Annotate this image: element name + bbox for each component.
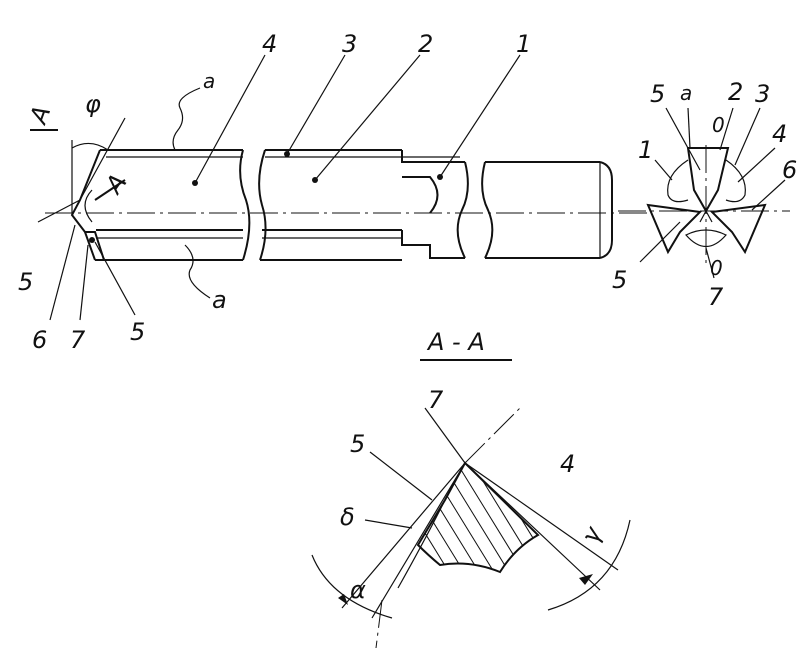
marker-dot-tip [89,237,95,243]
end-leader-a [687,107,691,149]
segment2-step-top [401,150,465,163]
leader-6-left [49,224,76,321]
leader-1 [439,54,521,178]
end-leader-2 [719,107,734,151]
end-leader-5-bottom [639,221,681,263]
segment2-break-right [456,161,469,259]
section-bottom-axis [375,599,383,649]
phi-angle-line [79,117,126,201]
label-6-left: 6 [32,326,47,354]
end-leader-5 [665,107,701,171]
gamma-arrow [579,574,593,585]
end-leader-6 [751,179,786,211]
end-leader-7 [705,247,715,279]
end-leader-4 [737,147,776,183]
label-phi: φ [85,90,101,118]
shank-end [599,161,613,259]
delta-leader [364,519,413,529]
end-label-0-top: 0 [712,113,725,137]
marker-dot-3 [284,151,290,157]
sec-label-4: 4 [560,450,575,478]
label-7-left: 7 [70,326,86,354]
sec-label-alpha: α [350,576,366,604]
leader-7-left [79,244,89,321]
segment2-break-left [258,149,267,261]
end-leader-3 [734,107,761,166]
segment2-step-bottom [401,230,465,259]
shank-break [481,161,494,259]
section-flank-line-1 [341,462,466,609]
leader-a-top [172,87,201,151]
end-flute-left [667,159,689,203]
leader-3 [286,54,346,155]
section-axis-line [464,407,521,464]
marker-dot-4 [192,180,198,186]
side-view-labels: a 4 3 2 1 φ A A 5 6 7 5 a [18,30,531,354]
end-label-5-bottom: 5 [612,266,627,294]
leader-2 [314,54,421,181]
label-5-left-bottom: 5 [130,318,145,346]
gamma-arc [547,519,631,611]
section-title: A - A [426,328,485,356]
sec-label-7: 7 [428,386,444,414]
section-view-A-A: A - A [311,328,631,649]
label-a-top: a [203,69,215,93]
leader-a-bottom [184,244,211,299]
segment2-flute-end [402,176,439,214]
end-label-4: 4 [772,120,787,148]
end-view-labels: 5 a 2 3 1 0 4 6 5 0 7 [612,78,797,311]
end-label-2: 2 [728,78,743,106]
label-1: 1 [516,30,531,58]
alpha-arc [311,554,393,619]
end-label-0-bottom: 0 [710,256,723,280]
sec-label-5: 5 [350,430,365,458]
segment1-break [239,149,251,261]
marker-dot-1 [437,174,443,180]
label-2: 2 [418,30,433,58]
label-5-left: 5 [18,268,33,296]
end-flute-right [725,159,746,203]
end-label-7: 7 [708,283,724,311]
section-labels: 7 5 4 δ α γ [340,386,608,604]
label-section-A-top: A [24,102,57,129]
tool-end-view [618,107,790,279]
end-label-5: 5 [650,80,665,108]
label-3: 3 [342,30,357,58]
tool-side-view [30,54,650,321]
sec-label-delta: δ [340,503,355,531]
phi-angle-arc [71,142,109,151]
leader-5-left-bottom [94,241,136,316]
end-label-3: 3 [755,80,770,108]
section-flank-line-2 [371,462,466,619]
label-4: 4 [262,30,277,58]
leader-5-left [37,199,81,223]
end-leader-1 [654,159,673,181]
section-A-mark-mid [94,179,126,201]
end-profile-top-lobe [686,147,730,214]
section-edge-curve [397,499,446,589]
end-flute-bottom [685,229,727,248]
end-center-line-2 [699,199,713,223]
end-label-6: 6 [782,156,797,184]
end-profile-left-lobe [646,203,703,255]
section-profile [416,461,540,574]
section-rake-line-2 [464,462,619,571]
leader-4 [194,54,266,184]
section-radial-line [424,407,466,464]
end-label-1: 1 [638,136,653,164]
label-section-A-mid: A [99,169,133,200]
tip-face [85,231,105,261]
end-profile-right-lobe [709,203,767,255]
label-a-bottom: a [212,286,227,314]
end-label-a: a [680,81,692,105]
section-leader-5 [369,451,433,501]
marker-dot-2 [312,177,318,183]
alpha-arrow [338,594,348,605]
tip-flank-curve [84,189,93,223]
